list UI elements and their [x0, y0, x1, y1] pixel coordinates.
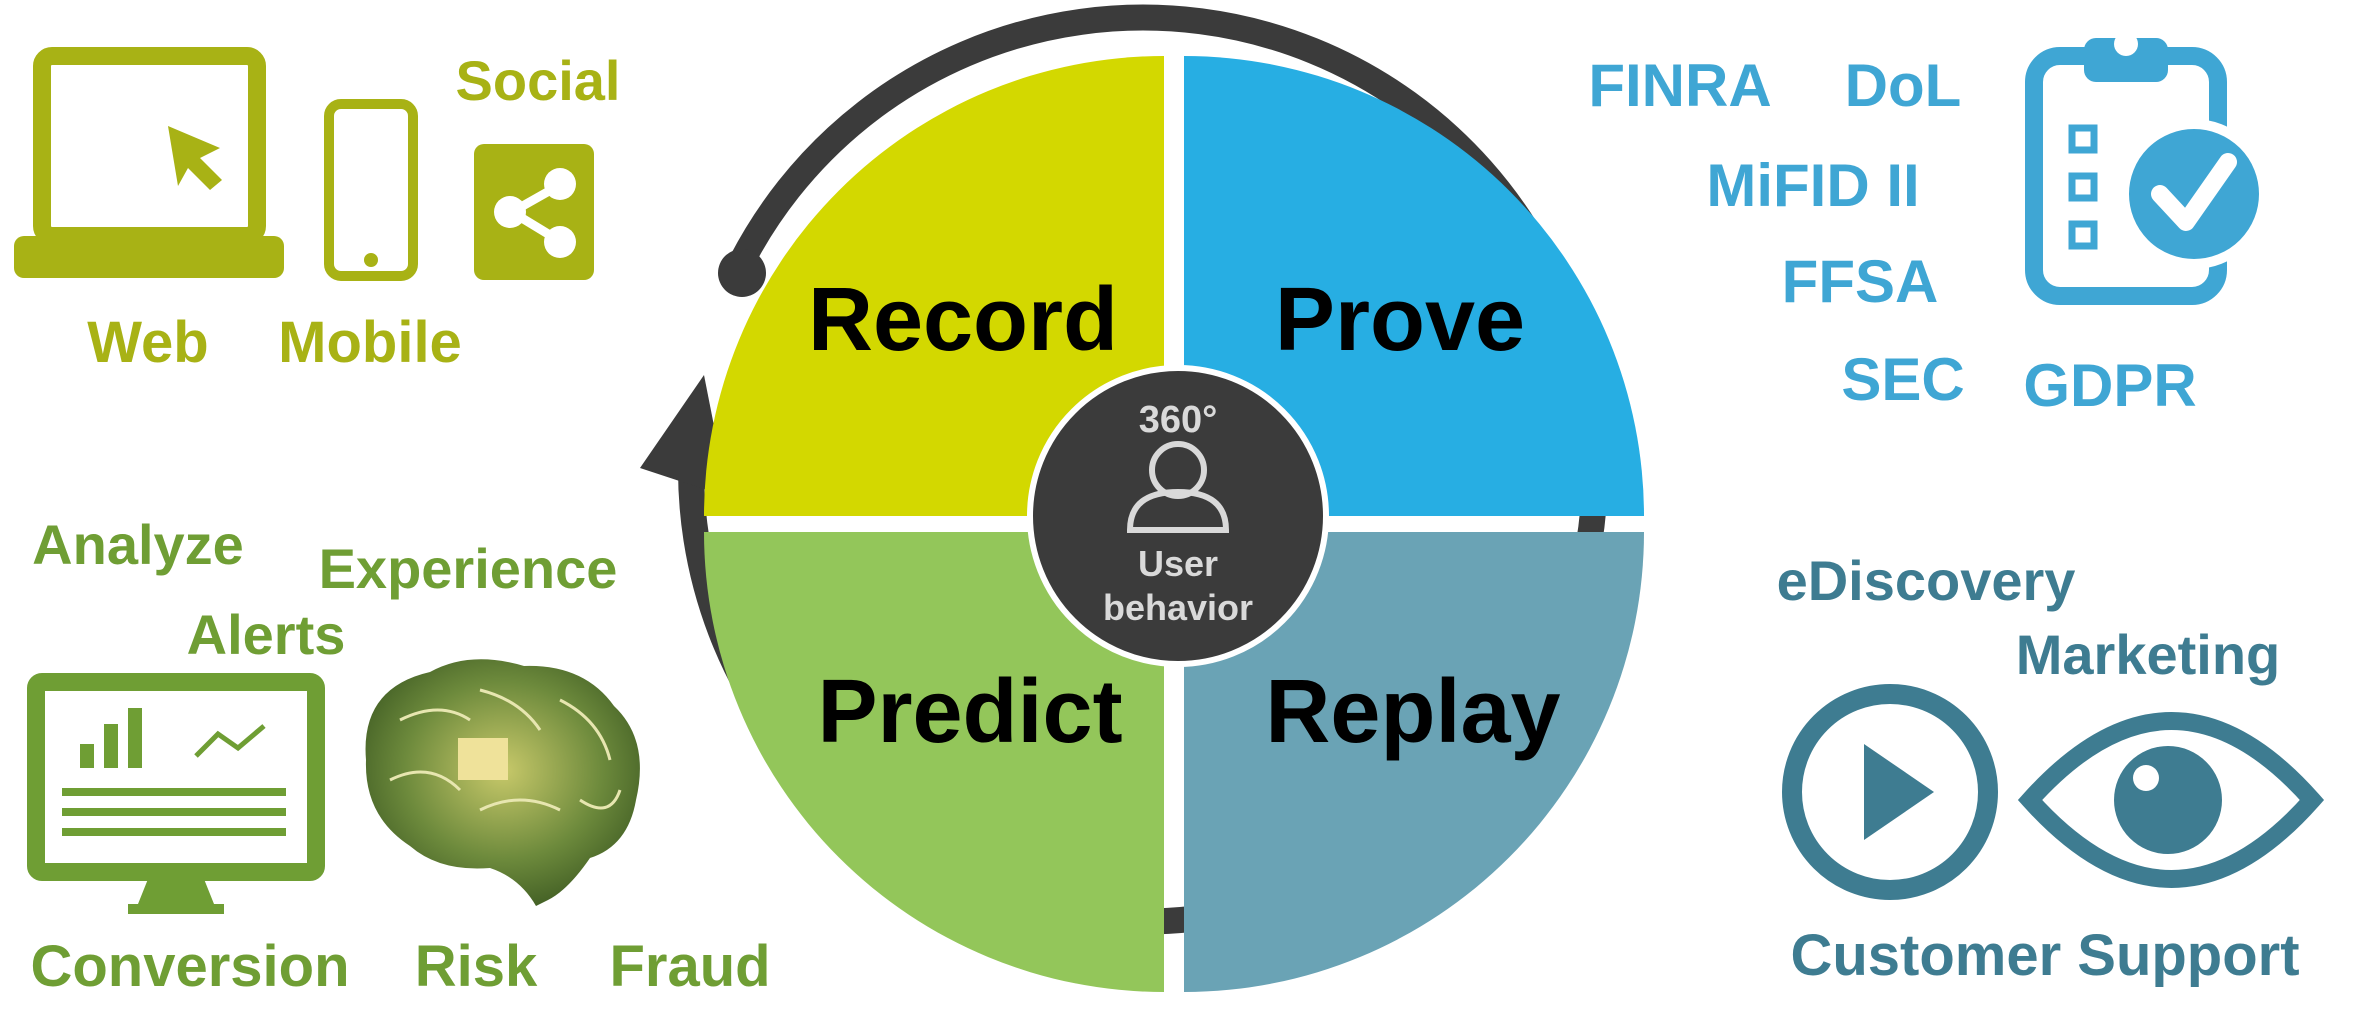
- label-ediscovery: eDiscovery: [1777, 549, 2076, 612]
- quadrant-label-predict: Predict: [817, 662, 1122, 762]
- ring-start-dot: [718, 249, 766, 297]
- brain-circuit-icon: [365, 659, 640, 906]
- label-fraud: Fraud: [609, 934, 770, 999]
- label-sec: SEC: [1841, 346, 1964, 413]
- quadrant-label-prove: Prove: [1275, 270, 1525, 370]
- laptop-cursor-icon: [14, 47, 284, 278]
- label-experience: Experience: [319, 537, 618, 600]
- label-ffsa: FFSA: [1782, 248, 1939, 315]
- label-dol: DoL: [1845, 52, 1962, 119]
- quadrant-prove: [1184, 56, 1644, 516]
- label-finra: FINRA: [1588, 52, 1771, 119]
- play-circle-icon: [1782, 684, 1998, 900]
- label-gdpr: GDPR: [2023, 352, 2196, 419]
- label-mobile: Mobile: [278, 310, 462, 375]
- center-label-line1: User: [1138, 543, 1218, 584]
- label-marketing: Marketing: [2016, 623, 2281, 686]
- label-alerts: Alerts: [187, 603, 346, 666]
- label-mifid: MiFID II: [1706, 152, 1919, 219]
- user-icon: [1126, 441, 1230, 533]
- quadrant-label-replay: Replay: [1265, 662, 1560, 762]
- center-label-line2: behavior: [1103, 587, 1253, 628]
- center-degrees: 360°: [1139, 399, 1218, 441]
- quadrant-replay: [1184, 532, 1644, 992]
- quadrant-record: [704, 56, 1164, 516]
- center-hub: 360° User behavior: [1027, 365, 1329, 667]
- clipboard-check-icon: [2025, 32, 2269, 305]
- mobile-phone-icon: [324, 99, 418, 281]
- quadrants: [704, 56, 1644, 992]
- label-customer-support: Customer Support: [1790, 923, 2299, 988]
- quadrant-label-record: Record: [808, 270, 1118, 370]
- label-social: Social: [456, 49, 621, 112]
- share-icon: [474, 144, 594, 280]
- label-web: Web: [87, 310, 208, 375]
- label-analyze: Analyze: [32, 513, 244, 576]
- eye-icon: [2017, 712, 2325, 888]
- monitor-chart-icon: [27, 673, 325, 914]
- quadrant-predict: [704, 532, 1164, 992]
- ring-arrowhead: [640, 375, 728, 497]
- label-conversion: Conversion: [30, 934, 349, 999]
- label-risk: Risk: [415, 934, 538, 999]
